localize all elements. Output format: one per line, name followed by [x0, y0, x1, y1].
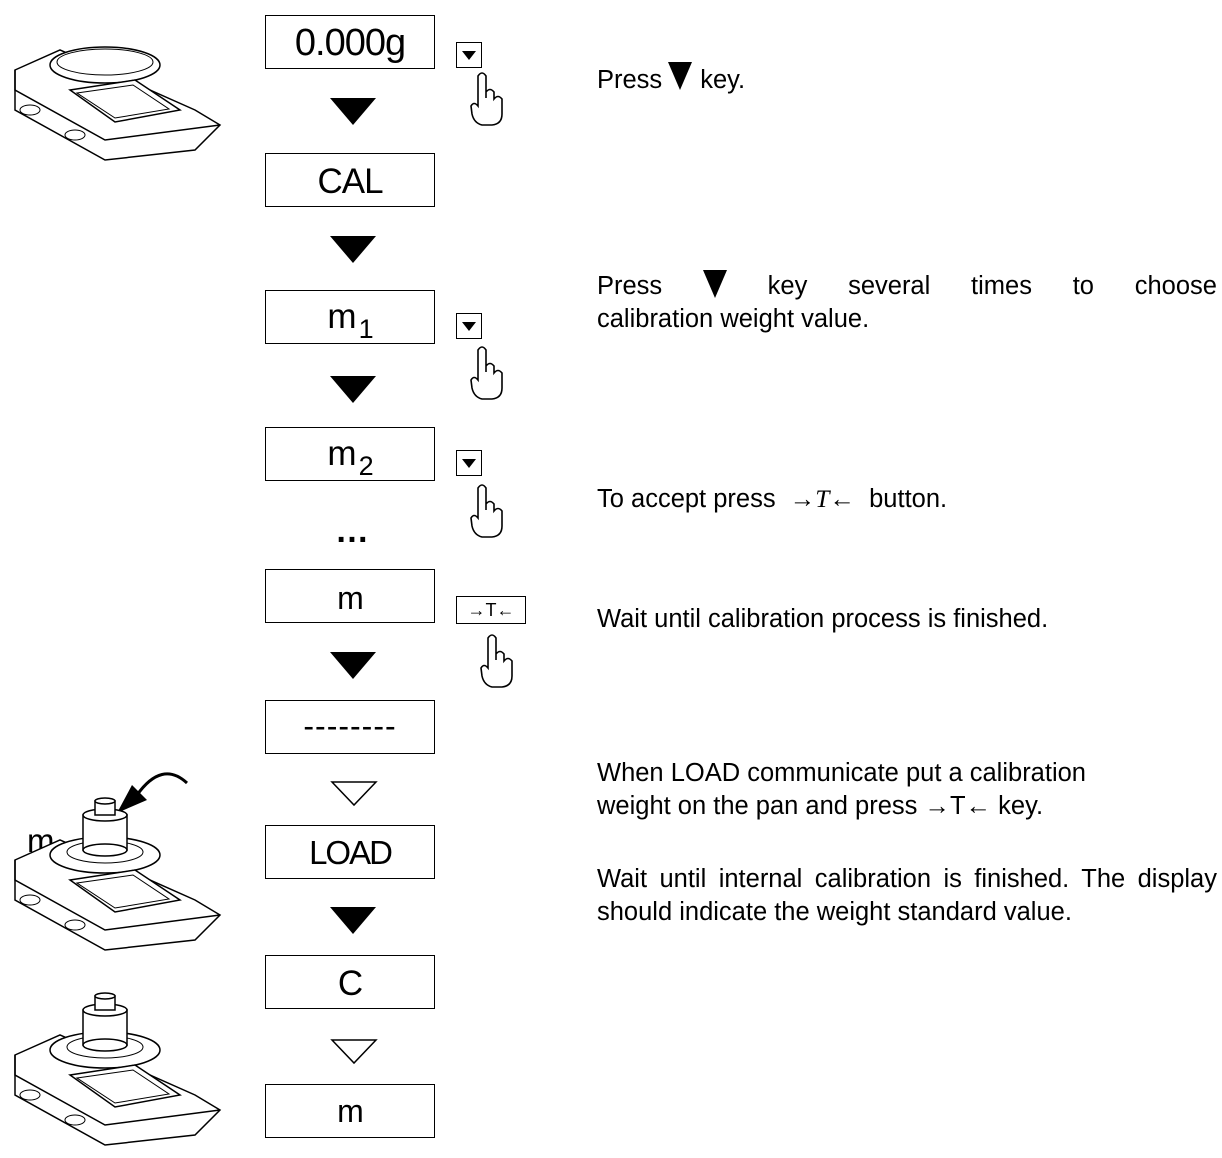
display-cal: CAL: [265, 153, 435, 207]
instruction-internal-calibration: Wait until internal calibration is finis…: [597, 865, 1217, 926]
flow-arrow-icon: [330, 236, 376, 263]
flow-arrow-icon: [330, 98, 376, 125]
pointing-hand-icon: [480, 634, 513, 688]
down-triangle-icon: [702, 270, 727, 298]
down-triangle-icon: [668, 62, 693, 90]
pointing-hand-icon: [470, 72, 503, 126]
tare-key-button[interactable]: →T←: [456, 596, 526, 624]
balance-scale-with-weight-icon: [14, 797, 222, 951]
down-key-button[interactable]: [456, 42, 482, 68]
balance-scale-with-weight-icon: [14, 992, 222, 1146]
down-key-button[interactable]: [456, 313, 482, 339]
instruction-choose-value: Press key several times to choose calibr…: [597, 270, 1217, 333]
flow-arrow-icon: [330, 907, 376, 934]
flow-arrow-icon: [330, 376, 376, 403]
display-dashes: --------: [265, 700, 435, 754]
display-m: m: [265, 569, 435, 623]
instruction-accept: To accept press →T← button.: [597, 484, 948, 513]
instruction-load: When LOAD communicate put a calibration …: [597, 759, 1086, 820]
flow-arrow-icon: [330, 652, 376, 679]
pointing-hand-icon: [470, 484, 503, 538]
instruction-wait-calibration: Wait until calibration process is finish…: [597, 605, 1049, 633]
down-key-button[interactable]: [456, 450, 482, 476]
display-m-final: m: [265, 1084, 435, 1138]
ellipsis: …: [335, 512, 372, 550]
display-c: C: [265, 955, 435, 1009]
display-load: LOAD: [265, 825, 435, 879]
flow-arrow-outline-icon: [330, 1039, 378, 1065]
display-weight: 0.000g: [265, 15, 435, 69]
flow-arrow-outline-icon: [330, 781, 378, 807]
pointing-hand-icon: [470, 346, 503, 400]
balance-scale-icon: [14, 46, 222, 161]
curved-arrow-icon: [117, 772, 189, 813]
